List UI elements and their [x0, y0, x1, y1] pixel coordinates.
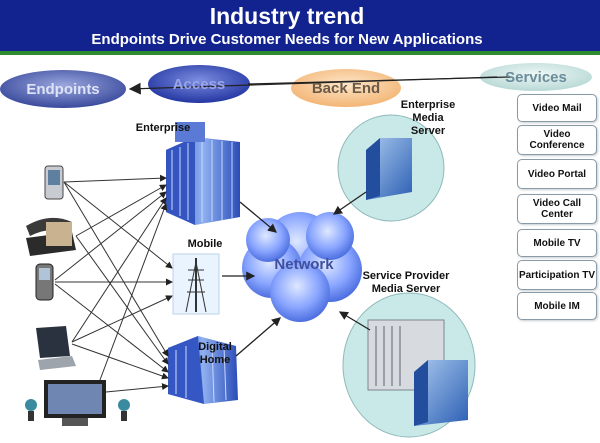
header-banner: Industry trend Endpoints Drive Customer … [0, 0, 600, 55]
link-pda-enterprise [63, 174, 167, 183]
desk-phone-icon [26, 217, 76, 256]
mobile-label: Mobile [187, 238, 223, 250]
mobile-phone-icon [35, 263, 54, 301]
device-links [54, 174, 173, 393]
services-label: Services [505, 68, 567, 86]
access-oval [148, 65, 250, 103]
link-mobile-home [54, 283, 169, 373]
back-end-oval [291, 69, 401, 107]
tier-arrow-line [247, 76, 511, 85]
link-home-network [235, 317, 281, 357]
service-mobile-tv: Mobile TV [517, 229, 597, 257]
enterprise-building-icon [166, 122, 240, 225]
back-end-label: Back End [311, 79, 381, 97]
network-links [222, 191, 371, 357]
enterprise-label: Enterprise [135, 122, 191, 134]
link-pda-mobile [63, 181, 173, 269]
link-tv-home [105, 383, 169, 393]
link-laptop-mobile [71, 295, 173, 343]
header-stripe [0, 51, 600, 55]
service-video-portal: Video Portal [517, 159, 597, 189]
link-emserver-network [332, 191, 367, 215]
enterprise-media-server-label: Enterprise Media Server [400, 99, 456, 137]
endpoints-label: Endpoints [26, 80, 100, 98]
link-deskphone-home [75, 235, 169, 365]
network-label: Network [274, 256, 334, 273]
pda-icon [44, 165, 64, 200]
link-laptop-home [71, 343, 169, 380]
access-label: Access [172, 75, 226, 93]
link-pda-home [63, 181, 169, 357]
service-participation-tv: Participation TV [517, 260, 597, 290]
link-mobile-enterprise [54, 191, 167, 281]
link-laptop-enterprise [71, 197, 167, 343]
link-tv-enterprise [99, 203, 168, 381]
service-video-call-center: Video Call Center [517, 194, 597, 224]
service-video-mail: Video Mail [517, 94, 597, 122]
laptop-icon [36, 326, 76, 370]
tv-icon [25, 380, 130, 426]
service-provider-server-icon [342, 292, 476, 438]
service-video-conference: Video Conference [517, 125, 597, 155]
digital-home-icon [168, 336, 238, 404]
cell-tower-icon [172, 253, 220, 315]
service-provider-server-label: Service Provider Media Server [362, 270, 450, 295]
service-mobile-im: Mobile IM [517, 292, 597, 320]
link-deskphone-enterprise [75, 184, 167, 237]
page-subtitle: Endpoints Drive Customer Needs for New A… [91, 31, 483, 48]
endpoints-oval [0, 70, 126, 108]
services-oval [480, 63, 592, 91]
enterprise-media-server-icon [337, 114, 445, 222]
link-spserver-network [338, 311, 371, 331]
page-title: Industry trend [209, 3, 365, 29]
link-enterprise-network [239, 201, 277, 233]
network-cloud-icon [242, 212, 362, 322]
digital-home-label: Digital Home [198, 341, 232, 366]
